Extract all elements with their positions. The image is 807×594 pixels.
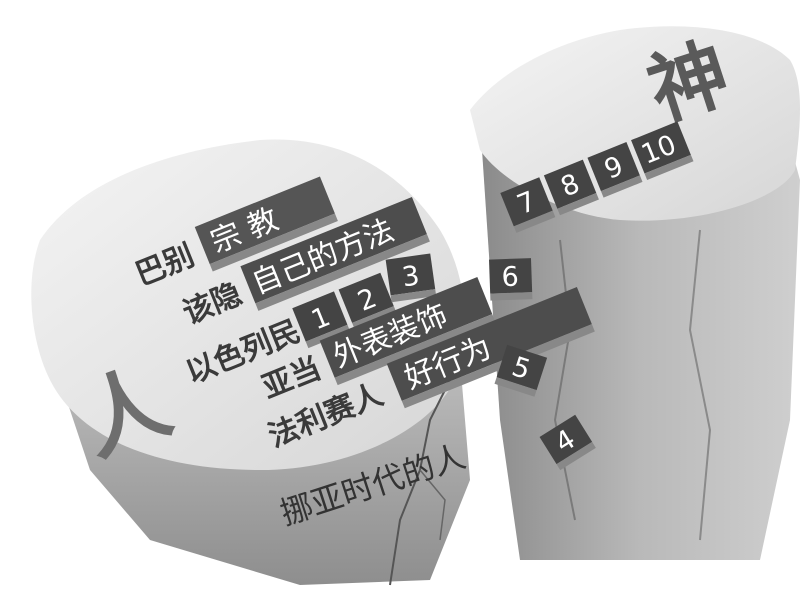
plank-religion [194,176,335,265]
plank-good-works [386,287,592,401]
number-tile-6: 6 [489,258,533,301]
number-tile-10: 10 [631,121,694,181]
plank-outward-adorning [319,276,493,378]
number-tile-1: 1 [292,291,351,349]
svg-text:3: 3 [400,260,421,293]
number-tile-9: 9 [587,142,643,198]
falling-tile-4: 4 [539,414,596,471]
falling-tile-5: 5 [494,344,548,397]
right-number-row: 7 8 9 10 [500,121,694,233]
number-tile-8: 8 [543,159,599,216]
number-tile-3: 3 [385,253,437,303]
number-tile-7: 7 [500,177,556,233]
row-babel: 巴别 宗 教 [131,176,338,293]
plank-own-way [240,197,427,304]
svg-text:6: 6 [501,262,519,294]
